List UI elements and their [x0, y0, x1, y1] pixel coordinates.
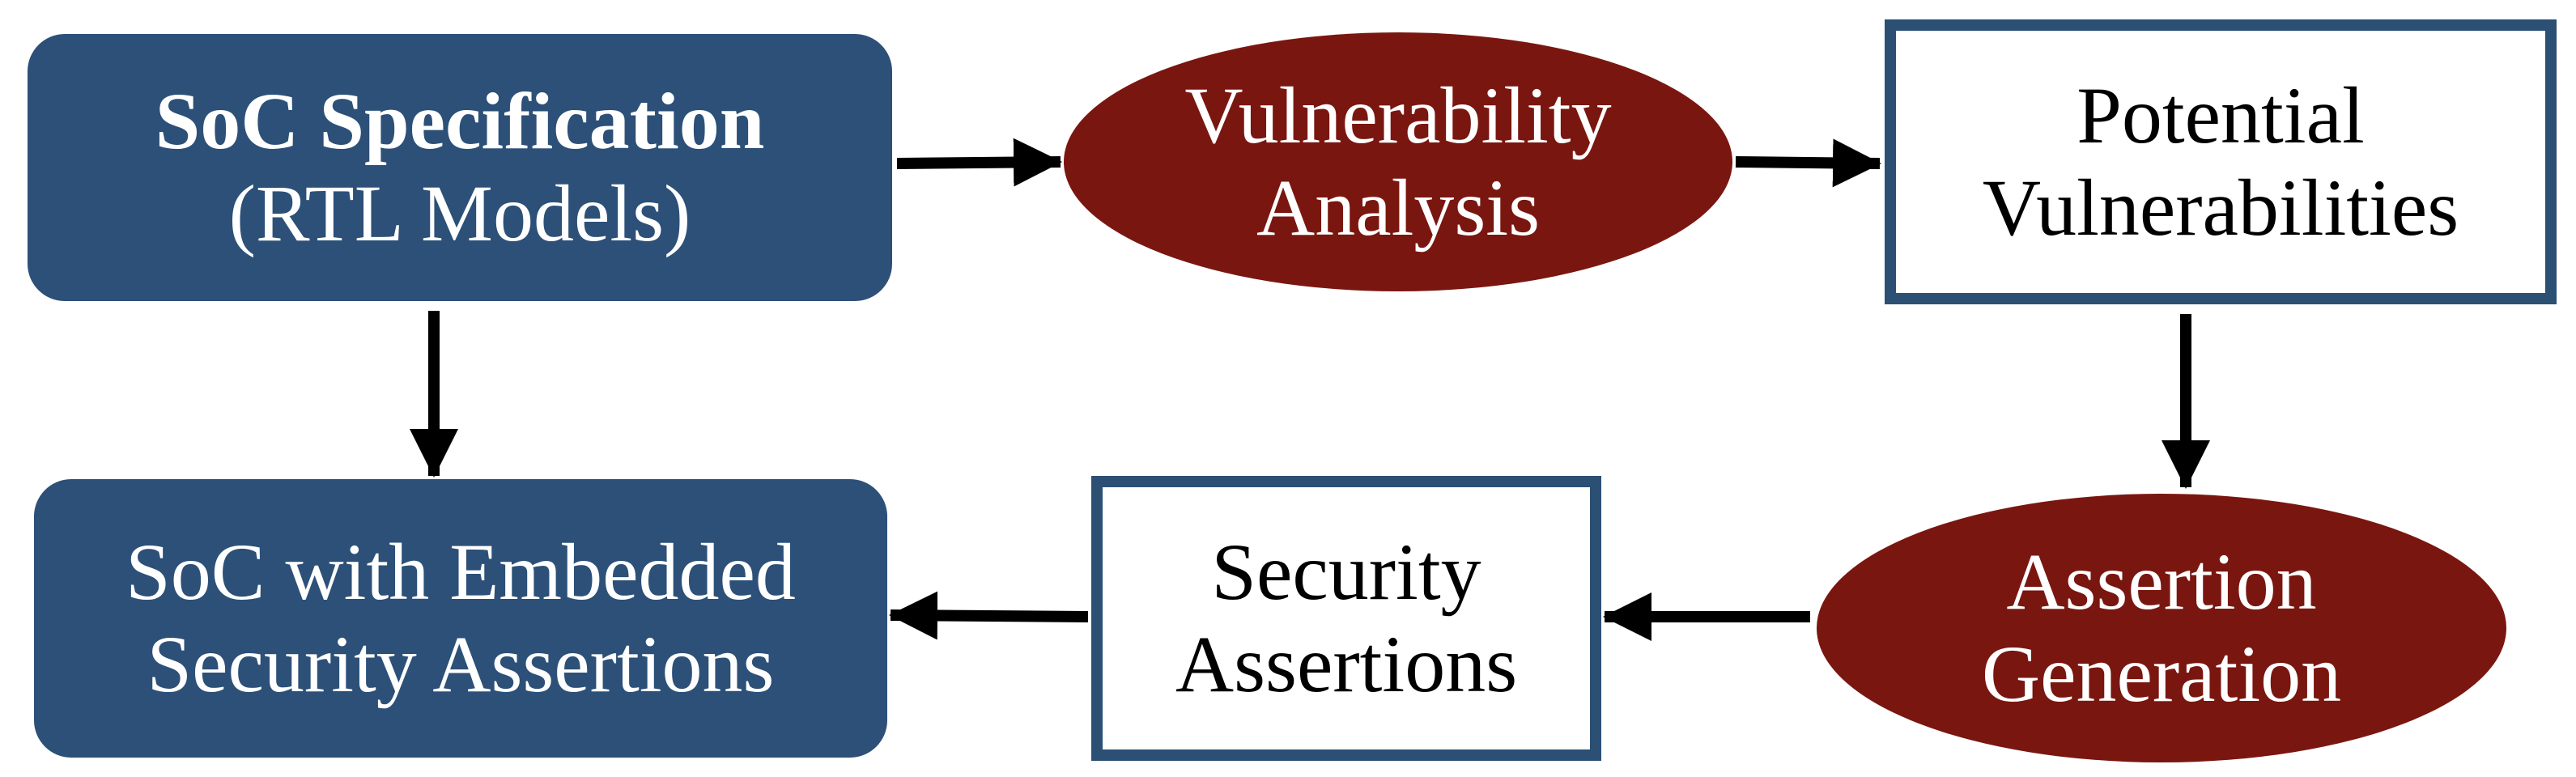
assertion-generation-line1: Assertion — [2006, 537, 2317, 626]
soc-specification-subtitle: (RTL Models) — [228, 168, 691, 258]
soc-embedded-line1: SoC with Embedded — [125, 527, 796, 617]
assertion-generation-node: Assertion Generation — [1817, 494, 2506, 762]
arrow-security-assertions-to-soc — [889, 591, 1089, 640]
potential-vulnerabilities-line2: Vulnerabilities — [1982, 163, 2459, 253]
potential-vulnerabilities-line1: Potential — [2077, 70, 2365, 160]
soc-embedded-assertions-node: SoC with Embedded Security Assertions — [34, 479, 887, 758]
soc-specification-title: SoC Specification — [155, 76, 765, 166]
vulnerability-analysis-node: Vulnerability Analysis — [1064, 32, 1732, 291]
assertion-generation-line2: Generation — [1981, 629, 2342, 719]
soc-embedded-line2: Security Assertions — [147, 619, 775, 709]
vulnerability-analysis-line2: Analysis — [1256, 163, 1540, 253]
soc-specification-node: SoC Specification (RTL Models) — [28, 34, 892, 301]
security-assertions-line2: Assertions — [1175, 619, 1518, 709]
security-assertions-line1: Security — [1211, 527, 1481, 617]
arrow-analysis-to-vulnerabilities — [1735, 138, 1881, 188]
security-assertions-node: Security Assertions — [1091, 476, 1601, 761]
arrow-spec-to-analysis — [896, 138, 1062, 187]
vulnerability-analysis-line1: Vulnerability — [1184, 70, 1612, 160]
potential-vulnerabilities-node: Potential Vulnerabilities — [1885, 19, 2557, 304]
